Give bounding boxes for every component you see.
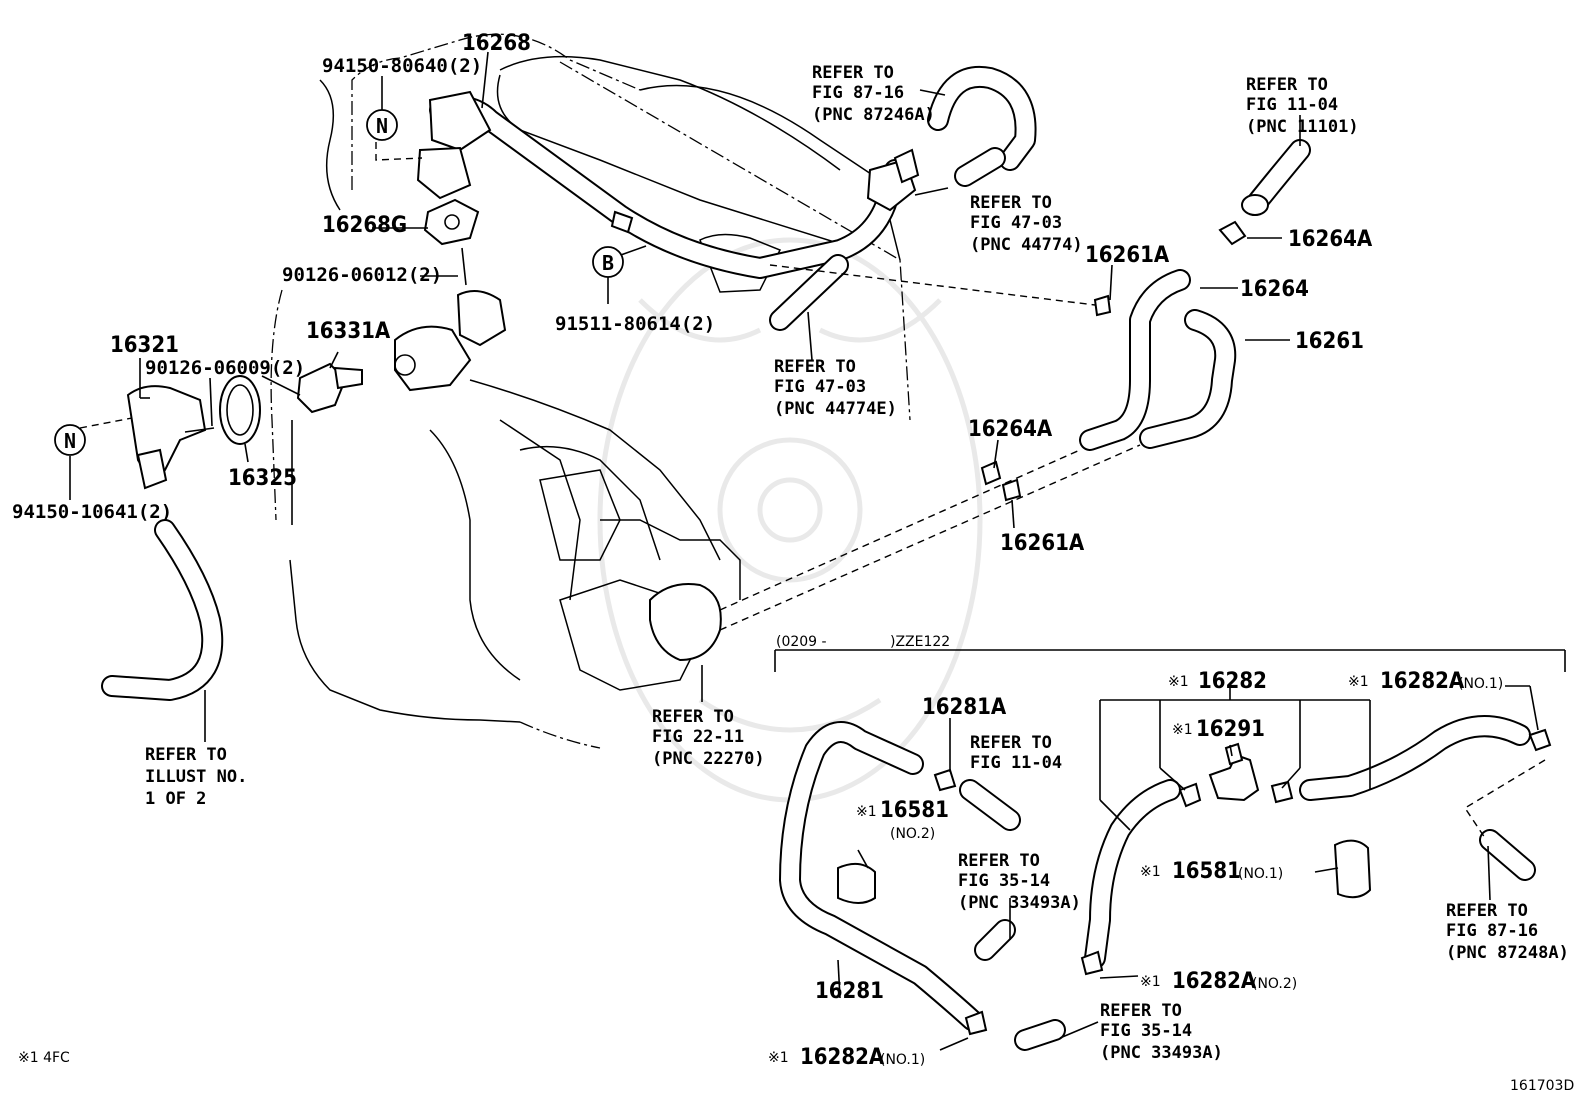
- ref-fig11-04-top: REFER TO FIG 11-04 (PNC 11101): [1246, 75, 1359, 137]
- ref-line: 1 OF 2: [145, 789, 206, 809]
- label-16331a: 16331A: [306, 319, 391, 344]
- ref-line: FIG 11-04: [970, 753, 1062, 773]
- label-16581-no2-sub: (NO.2): [890, 826, 935, 842]
- ref-line: REFER TO: [970, 193, 1052, 213]
- circle-marker-b-label: B: [602, 251, 614, 275]
- label-16581-no2: 16581: [880, 798, 949, 823]
- ref-line: REFER TO: [1246, 75, 1328, 95]
- variant-end: )ZZE122: [890, 634, 950, 650]
- hose-16282-assembly: [1080, 699, 1552, 976]
- water-bypass-pipe: [416, 90, 949, 279]
- label-16282a-tr-sub: (NO.1): [1458, 676, 1503, 692]
- heater-hoses-top: [769, 65, 1311, 331]
- label-91511-80614: 91511-80614(2): [555, 313, 715, 335]
- ref-fig35-14-b: REFER TO FIG 35-14 (PNC 33493A): [1100, 1001, 1223, 1063]
- engine-outline: [270, 33, 911, 749]
- ref-line: (PNC 87248A): [1446, 943, 1569, 963]
- ref-line: FIG 87-16: [1446, 921, 1538, 941]
- ref-fig47-03-b: REFER TO FIG 47-03 (PNC 44774E): [774, 357, 897, 419]
- mark-16581-no1: ※1: [1140, 864, 1161, 880]
- mark-16282: ※1: [1168, 674, 1189, 690]
- ref-line: (PNC 87246A): [812, 105, 935, 125]
- label-16321: 16321: [110, 333, 179, 358]
- label-16281: 16281: [815, 979, 884, 1004]
- label-16261a-mid: 16261A: [1000, 531, 1085, 556]
- ref-line: FIG 47-03: [774, 377, 866, 397]
- ref-line: REFER TO: [652, 707, 734, 727]
- circle-marker-n-left: N: [54, 424, 86, 456]
- mark-16282a-no2: ※1: [1140, 974, 1161, 990]
- label-16264a-mid: 16264A: [968, 417, 1053, 442]
- bypass-hoses-right: [719, 264, 1237, 631]
- ref-line: FIG 87-16: [812, 83, 904, 103]
- ref-line: (PNC 22270): [652, 749, 765, 769]
- label-16268g: 16268G: [322, 213, 407, 238]
- ref-line: (PNC 33493A): [958, 893, 1081, 913]
- label-16281a: 16281A: [922, 695, 1007, 720]
- leader-lines: [69, 51, 1539, 1051]
- label-16282a-bl-sub: (NO.1): [880, 1052, 925, 1068]
- label-16282a-no2: 16282A: [1172, 969, 1257, 994]
- ref-line: REFER TO: [958, 851, 1040, 871]
- label-16261: 16261: [1295, 329, 1364, 354]
- variant-start: (0209 -: [776, 634, 827, 650]
- ref-line: (PNC 44774E): [774, 399, 897, 419]
- label-16581-no1-sub: (NO.1): [1238, 866, 1283, 882]
- ref-line: (PNC 33493A): [1100, 1043, 1223, 1063]
- ref-line: REFER TO: [812, 63, 894, 83]
- ref-line: FIG 11-04: [1246, 95, 1338, 115]
- outlet-gasket-assembly: [394, 198, 507, 392]
- diagram-id: 161703D: [1510, 1078, 1574, 1094]
- circle-marker-n-top: N: [366, 109, 398, 141]
- ref-fig35-14-a: REFER TO FIG 35-14 (PNC 33493A): [958, 851, 1081, 913]
- mark-16282a-tr: ※1: [1348, 674, 1369, 690]
- label-94150-10641: 94150-10641(2): [12, 501, 172, 523]
- ref-line: REFER TO: [1446, 901, 1528, 921]
- hose-16281: [779, 721, 1066, 1051]
- ref-line: REFER TO: [1100, 1001, 1182, 1021]
- mark-16291: ※1: [1172, 722, 1193, 738]
- ref-line: FIG 35-14: [958, 871, 1050, 891]
- ref-fig11-04-bot: REFER TO FIG 11-04: [970, 733, 1062, 773]
- ref-fig22-11: REFER TO FIG 22-11 (PNC 22270): [652, 707, 765, 769]
- ref-fig47-03-a: REFER TO FIG 47-03 (PNC 44774): [970, 193, 1083, 255]
- label-16268: 16268: [462, 31, 531, 56]
- label-16261a-top: 16261A: [1085, 243, 1170, 268]
- ref-line: REFER TO: [145, 745, 227, 765]
- label-16581-no1: 16581: [1172, 859, 1241, 884]
- label-16282a-tr: 16282A: [1380, 669, 1465, 694]
- variant-bracket: [774, 649, 1566, 672]
- label-16325: 16325: [228, 466, 297, 491]
- ref-line: FIG 47-03: [970, 213, 1062, 233]
- ref-fig87-16-top: REFER TO FIG 87-16 (PNC 87246A): [812, 63, 935, 125]
- label-90126-06012: 90126-06012(2): [282, 264, 442, 286]
- mark-16282a-bl: ※1: [768, 1050, 789, 1066]
- label-16282a-bl: 16282A: [800, 1045, 885, 1070]
- label-16282: 16282: [1198, 669, 1267, 694]
- ref-line: (PNC 11101): [1246, 117, 1359, 137]
- ref-line: REFER TO: [970, 733, 1052, 753]
- mark-16581-no2: ※1: [856, 804, 877, 820]
- ref-fig87-16-bot: REFER TO FIG 87-16 (PNC 87248A): [1446, 901, 1569, 963]
- label-94150-80640: 94150-80640(2): [322, 55, 482, 77]
- circle-marker-n-label: N: [376, 114, 388, 138]
- ref-line: FIG 35-14: [1100, 1021, 1192, 1041]
- circle-marker-n-label: N: [64, 429, 76, 453]
- ref-illust: REFER TO ILLUST NO. 1 OF 2: [145, 745, 247, 809]
- label-16264a-top: 16264A: [1288, 227, 1373, 252]
- label-16264: 16264: [1240, 277, 1309, 302]
- ref-line: ILLUST NO.: [145, 767, 247, 787]
- ref-line: REFER TO: [774, 357, 856, 377]
- label-16291: 16291: [1196, 717, 1265, 742]
- circle-marker-b: B: [592, 246, 624, 278]
- label-16282a-no2-sub: (NO.2): [1252, 976, 1297, 992]
- ref-line: FIG 22-11: [652, 727, 744, 747]
- radiator-hose-left: [101, 519, 224, 701]
- ref-line: (PNC 44774): [970, 235, 1083, 255]
- label-90126-06009: 90126-06009(2): [145, 357, 305, 379]
- thermostat-housing-group: [79, 130, 423, 490]
- footnote: ※1 4FC: [18, 1050, 70, 1066]
